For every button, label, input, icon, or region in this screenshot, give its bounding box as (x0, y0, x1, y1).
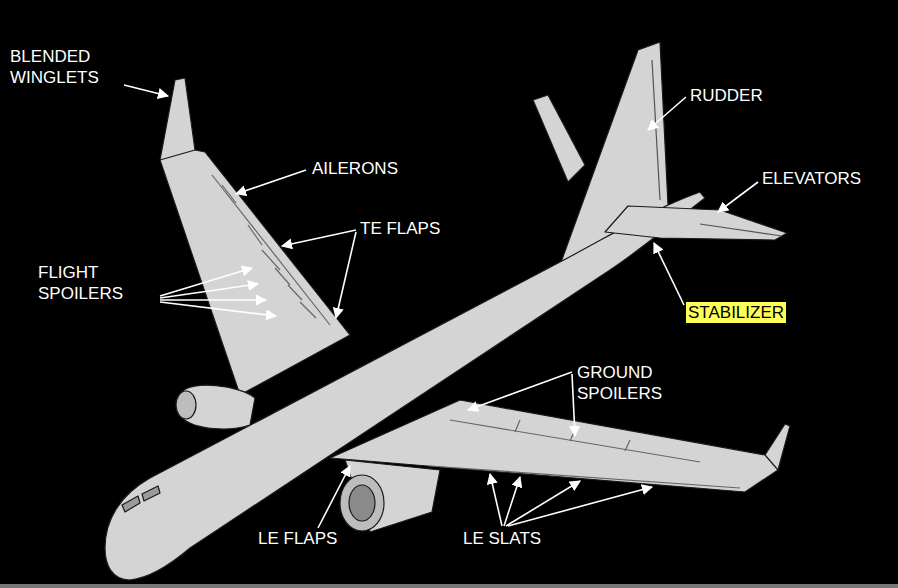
spoiler-panel (625, 440, 630, 451)
leader-arrow (160, 302, 276, 316)
leader-arrow (508, 487, 652, 526)
part-label: LE SLATS (463, 528, 541, 549)
far-engine-intake (176, 391, 196, 419)
part-label: LE FLAPS (258, 528, 337, 549)
aileron-panel (222, 185, 236, 203)
leader-arrow (318, 466, 350, 528)
leader-arrow (506, 481, 580, 526)
leader-arrow (468, 372, 572, 410)
winglet-joint (160, 150, 195, 160)
leader-arrow (336, 232, 356, 318)
cockpit-window (122, 496, 140, 512)
part-label: TE FLAPS (360, 218, 440, 239)
leader-arrow (648, 97, 686, 130)
leader-arrow (124, 85, 168, 96)
spoiler-hinge (212, 175, 330, 325)
leader-arrow (572, 374, 575, 436)
spoiler-panel (275, 268, 290, 285)
spoiler-panel (288, 285, 302, 300)
leader-arrow (718, 182, 758, 212)
leader-arrow (236, 170, 306, 194)
rudder-hinge (652, 60, 660, 200)
bottom-bar (0, 584, 898, 588)
part-label: RUDDER (690, 85, 763, 106)
leader-arrow (160, 299, 266, 301)
cockpit-window (142, 486, 160, 501)
far-stabilizer (533, 95, 585, 182)
leader-arrow (160, 284, 258, 298)
flap-panel (248, 225, 262, 245)
near-engine-intake (340, 475, 384, 531)
part-label: FLIGHT SPOILERS (38, 262, 153, 304)
part-label: GROUND SPOILERS (577, 362, 692, 404)
part-label: AILERONS (312, 158, 398, 179)
leader-arrow (282, 230, 356, 246)
elevator-hinge (700, 224, 782, 236)
spoiler-panel (515, 420, 520, 432)
near-stabilizer (605, 206, 787, 240)
leader-arrow (490, 474, 502, 526)
winglet-joint (765, 455, 778, 470)
spoiler-panel (262, 250, 280, 270)
far-wing (160, 78, 350, 395)
leader-arrow (654, 243, 684, 305)
part-label: BLENDED WINGLETS (10, 46, 110, 88)
fuselage (105, 192, 705, 580)
slat-line (430, 466, 740, 488)
engine-fan (349, 485, 375, 521)
part-label: STABILIZER (686, 302, 786, 323)
near-engine (345, 460, 440, 532)
part-label: ELEVATORS (762, 168, 861, 189)
spoiler-panel (300, 302, 316, 318)
